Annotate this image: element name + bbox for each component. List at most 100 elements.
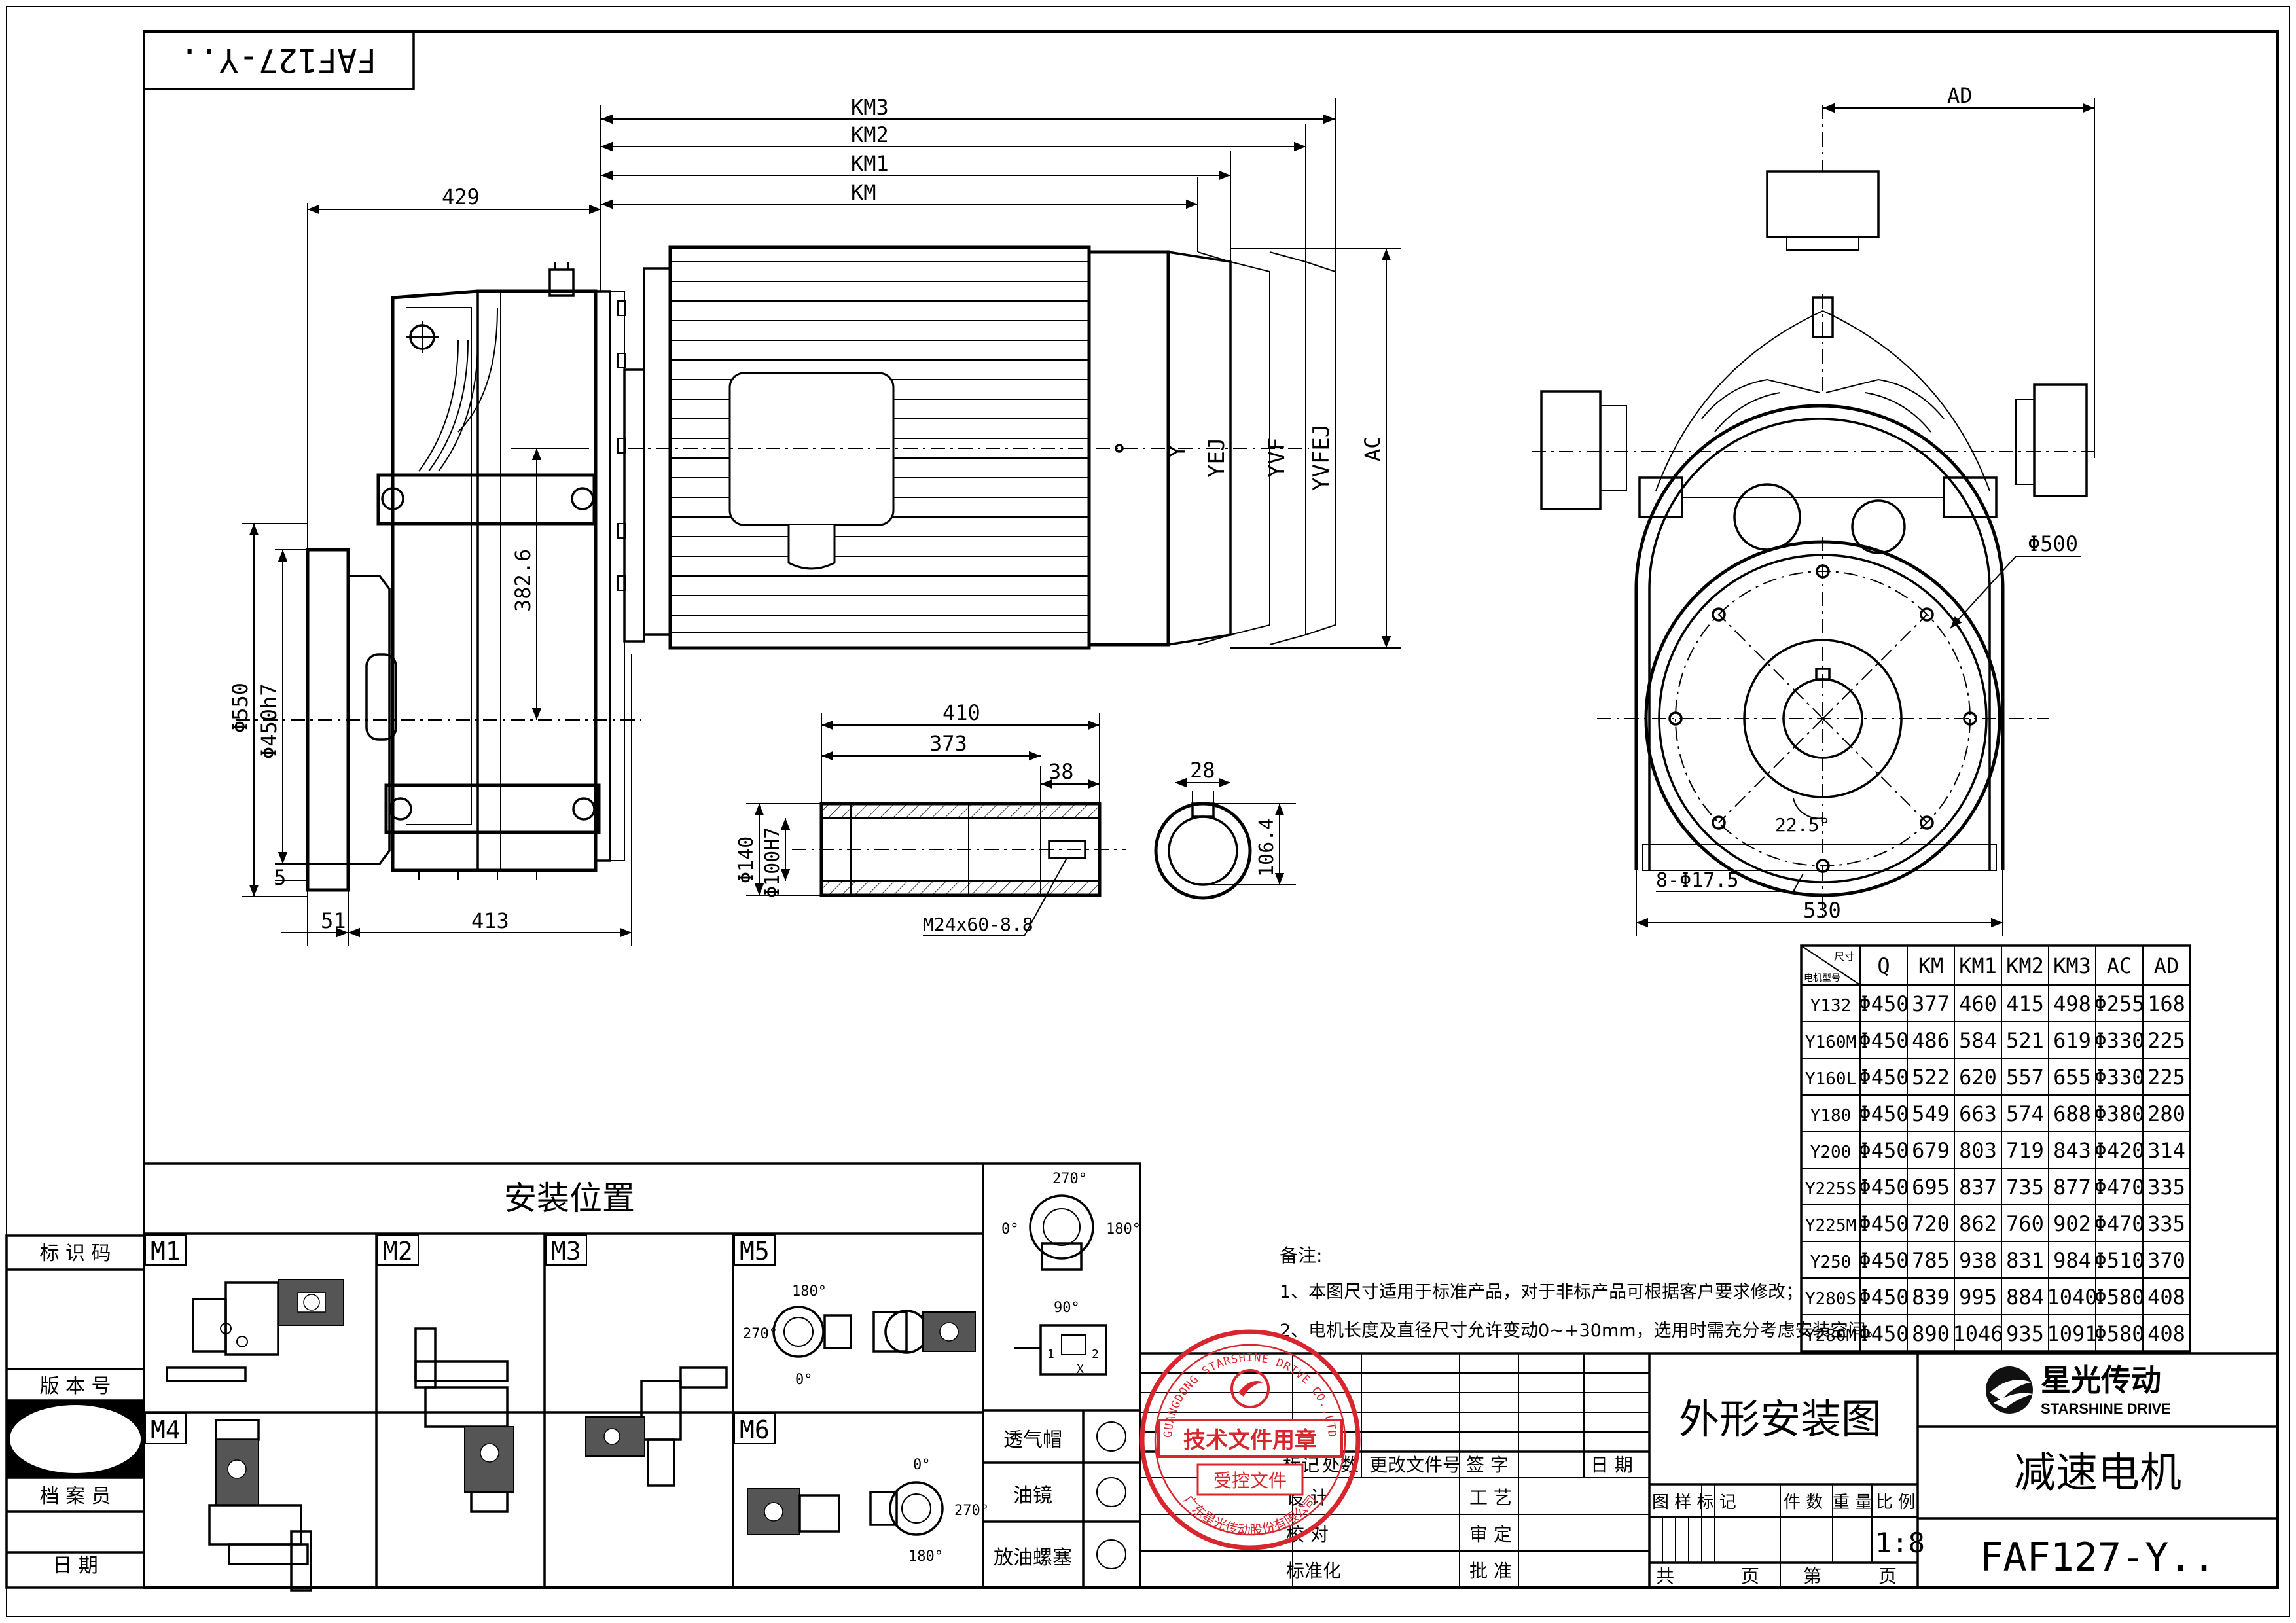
company-name-cn: 星光传动 [2041,1363,2161,1398]
breather-label: 透气帽 [1003,1429,1062,1452]
m4-sketch [208,1419,312,1592]
product-name: 减速电机 [2014,1449,2181,1497]
table-cell: 679 [1912,1138,1950,1163]
table-cell: 1091 [2047,1321,2097,1346]
table-cell: 688 [2053,1101,2091,1126]
dim-429: 429 [442,185,480,209]
drawing-title: 外形安装图 [1679,1395,1882,1443]
dim-500: Φ500 [2028,531,2078,556]
archiver-label: 档 案 员 [39,1485,111,1508]
table-motor-model: Y200 [1810,1143,1852,1162]
tb-pieces: 件 数 [1784,1493,1823,1512]
table-cell: 168 [2147,991,2185,1016]
dim-51: 51 [321,908,346,933]
table-cell: Φ450 [1858,1211,1909,1236]
table-corner-top: 尺寸 [1834,950,1855,963]
table-cell: Φ380 [2094,1101,2144,1126]
notes: 备注: 1、本图尺寸适用于标准产品，对于非标产品可根据客户要求修改； 2、电机长… [1280,1245,1884,1341]
position-m1: M1 [151,1237,181,1266]
dim-ac: AC [1360,436,1385,461]
m2-sketch [414,1327,514,1513]
table-cell: 335 [2147,1211,2185,1236]
table-motor-model: Y225M [1805,1216,1856,1236]
dim-410: 410 [942,700,980,725]
mounting-panel: 安装位置 M1 M2 M3 M4 M5 M6 [143,1162,1141,1592]
table-cell: 225 [2147,1065,2185,1090]
table-cell: Φ330 [2094,1065,2144,1090]
dim-22-5: 22.5° [1775,814,1830,836]
table-cell: 522 [1912,1065,1950,1090]
m5-angle-180: 180° [792,1283,827,1300]
table-cell: Φ580 [2094,1285,2144,1310]
table-cell: 408 [2147,1285,2185,1310]
dim-km: KM [851,180,876,205]
table-corner-bottom: 电机型号 [1804,973,1840,984]
table-cell: Φ450 [1858,1285,1909,1310]
table-cell: Φ450 [1858,991,1909,1016]
dim-382: 382.6 [511,549,535,612]
table-cell: Φ580 [2094,1321,2144,1346]
table-cell: 839 [1912,1285,1950,1310]
dim-m24: M24x60-8.8 [923,914,1033,935]
table-cell: 574 [2006,1101,2044,1126]
legend-angle-0: 0° [1001,1221,1019,1238]
position-m4: M4 [151,1416,181,1444]
table-cell: 785 [1912,1248,1950,1273]
drain-plug-label: 放油螺塞 [994,1546,1072,1569]
table-cell: Φ420 [2094,1138,2144,1163]
table-motor-model: Y160L [1805,1069,1856,1089]
notes-line-2: 2、电机长度及直径尺寸允许变动0~+30mm，选用时需充分考虑安装空间。 [1280,1321,1884,1341]
model-code: FAF127-Y.. [1979,1535,2215,1580]
table-cell: 984 [2053,1248,2091,1273]
tb-weight: 重 量 [1833,1493,1872,1512]
company-logo [1986,1366,2033,1414]
sight-glass-label: 油镜 [1013,1484,1052,1507]
orientation-legend: 270° 0° 180° 90° X 1 2 [1001,1171,1141,1376]
m1-sketch [166,1279,344,1382]
table-cell: Φ450 [1858,1138,1909,1163]
company-name-en: STARSHINE DRIVE [2041,1400,2171,1417]
table-header: KM1 [1959,954,1997,978]
table-cell: 695 [1912,1175,1950,1200]
table-motor-model: Y180 [1810,1106,1852,1126]
dim-ad: AD [1947,83,1973,108]
table-cell: 521 [2006,1028,2044,1053]
legend-term-1: 1 [1047,1347,1054,1361]
table-cell: Φ450 [1858,1028,1909,1053]
label-yej: YEJ [1204,438,1230,478]
tb-scale-value: 1:8 [1875,1527,1925,1559]
tb-page-2: 页 [1878,1565,1897,1587]
dim-28: 28 [1190,758,1215,783]
legend-angle-90: 90° [1054,1300,1080,1316]
table-cell: Φ450 [1858,1321,1909,1346]
table-cell: 938 [1959,1248,1997,1273]
dim-140: Φ140 [735,836,758,883]
table-cell: 890 [1912,1321,1950,1346]
dim-km2: KM2 [851,122,889,147]
table-motor-model: Y160M [1805,1033,1856,1052]
table-cell: 335 [2147,1175,2185,1200]
date-label: 日 期 [52,1554,98,1577]
title-block: 标记 处数 更改文件号 签 字 日 期 设 计 校 对 标准化 工 艺 审 定 … [1139,1352,2279,1589]
table-motor-model: Y250 [1810,1253,1852,1272]
label-yvfej: YVFEJ [1308,424,1335,491]
table-cell: Φ510 [2094,1248,2144,1273]
table-cell: 884 [2006,1285,2044,1310]
table-cell: 460 [1959,991,1997,1016]
table-cell: 377 [1912,991,1950,1016]
dim-550: Φ550 [228,683,253,733]
table-cell: 1040 [2047,1285,2097,1310]
shaft-detail: 410 373 38 Φ140 Φ100H7 M24x60-8.8 28 106… [735,700,1296,936]
stamp-sub: 受控文件 [1213,1470,1287,1491]
tb-std: 标准化 [1286,1560,1341,1582]
mirror-model-code: FAF127-Y.. [179,41,376,79]
table-cell: 843 [2053,1138,2091,1163]
table-cell: 719 [2006,1138,2044,1163]
m5-sketch: 180° 270° 0° [743,1283,976,1388]
table-cell: Φ255 [2094,991,2144,1016]
table-cell: 486 [1912,1028,1950,1053]
table-header: KM3 [2053,954,2091,978]
dim-km3: KM3 [851,95,889,120]
